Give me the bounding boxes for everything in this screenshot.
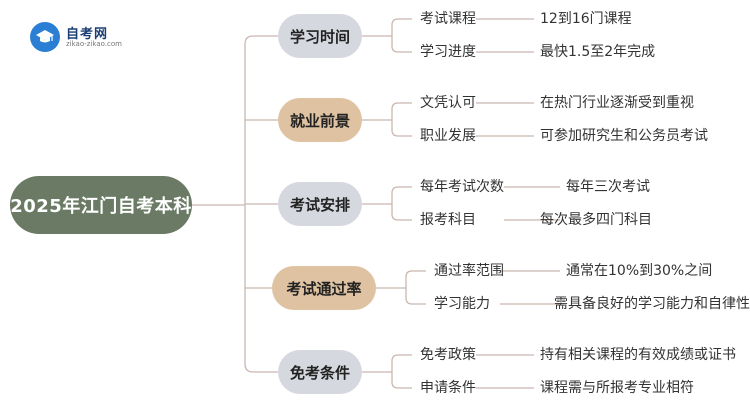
connector-line <box>405 270 426 278</box>
connector-line <box>244 35 278 45</box>
logo-url: zikao-zikao.com <box>66 40 122 48</box>
leaf-key: 免考政策 <box>420 347 476 363</box>
connector-line <box>391 186 412 194</box>
logo-badge <box>30 22 60 52</box>
leaf-key: 申请条件 <box>420 380 476 396</box>
leaf-key: 文凭认可 <box>420 95 476 111</box>
leaf-key: 每年考试次数 <box>420 179 504 195</box>
branch-exemption-conditions: 免考条件 <box>278 350 362 394</box>
leaf-value: 每次最多四门科目 <box>540 212 652 228</box>
leaf-key: 学习进度 <box>420 44 476 60</box>
leaf-key: 职业发展 <box>420 128 476 144</box>
site-logo[interactable]: 自考网 zikao-zikao.com <box>30 22 150 52</box>
leaf-value: 需具备良好的学习能力和自律性 <box>554 296 750 312</box>
connector-line <box>391 18 412 26</box>
connector-line <box>405 297 426 305</box>
connector-line <box>244 363 278 373</box>
leaf-value: 最快1.5至2年完成 <box>540 44 656 60</box>
leaf-value: 每年三次考试 <box>566 179 650 195</box>
connector-line <box>391 354 412 362</box>
root-node: 2025年江门自考本科 <box>10 176 192 234</box>
connector-line <box>391 213 412 221</box>
connector-line <box>391 129 412 137</box>
branch-pass-rate: 考试通过率 <box>272 266 376 310</box>
leaf-key: 学习能力 <box>434 296 490 312</box>
logo-title: 自考网 <box>66 27 109 42</box>
graduation-cap-icon <box>36 30 54 43</box>
branch-exam-schedule: 考试安排 <box>278 182 362 226</box>
leaf-value: 12到16门课程 <box>540 11 632 27</box>
leaf-value: 持有相关课程的有效成绩或证书 <box>540 347 736 363</box>
leaf-value: 课程需与所报考专业相符 <box>540 380 694 396</box>
branch-employment-prospects: 就业前景 <box>278 98 362 142</box>
branch-study-time: 学习时间 <box>278 14 362 58</box>
connector-line <box>391 381 412 389</box>
connector-line <box>391 45 412 53</box>
connector-line <box>391 102 412 110</box>
leaf-value: 在热门行业逐渐受到重视 <box>540 95 694 111</box>
leaf-value: 可参加研究生和公务员考试 <box>540 128 708 144</box>
leaf-key: 报考科目 <box>420 212 476 228</box>
leaf-value: 通常在10%到30%之间 <box>566 263 713 279</box>
leaf-key: 通过率范围 <box>434 263 504 279</box>
leaf-key: 考试课程 <box>420 11 476 27</box>
